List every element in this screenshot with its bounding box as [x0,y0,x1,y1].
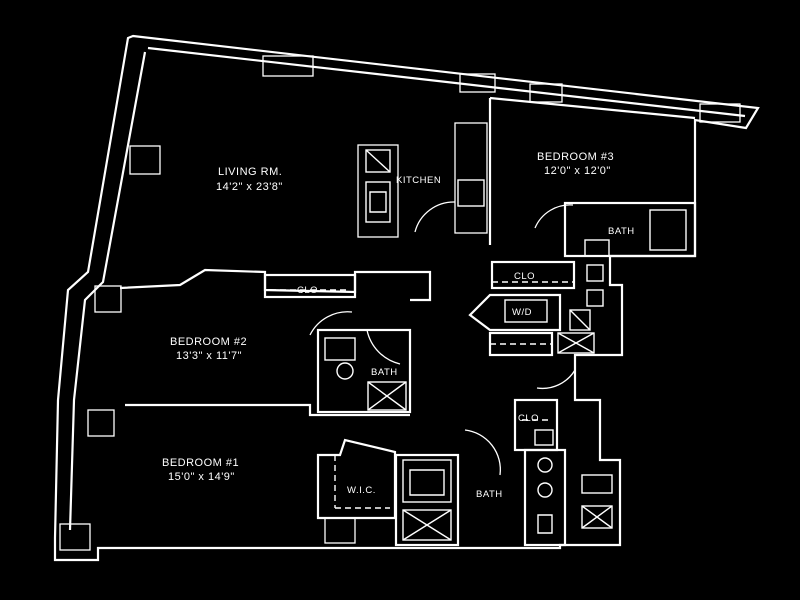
bedroom-1-closet-label: CLO [518,413,539,424]
bath-1-label: BATH [476,489,503,500]
bedroom-3-label: BEDROOM #3 [537,151,614,163]
living-room: LIVING RM. 14'2" x 23'8" [216,166,283,193]
walk-in-closet: W.I.C. [316,438,397,544]
bedroom-1-dims: 15'0" x 14'9" [168,471,235,483]
bedroom-3-dims: 12'0" x 12'0" [544,165,611,177]
living-room-dims: 14'2" x 23'8" [216,181,283,193]
bedroom-2-label: BEDROOM #2 [170,336,247,348]
bedroom-3: BEDROOM #3 12'0" x 12'0" [488,96,697,258]
bath-2-label: BATH [371,367,398,378]
bedroom-1-closet: CLO [513,398,559,452]
bath-3-label: BATH [608,226,635,237]
hall-closet: CLO [490,260,604,307]
hall-storage [488,331,595,357]
hall-closet-label: CLO [514,271,535,282]
walk-in-closet-label: W.I.C. [347,485,376,496]
kitchen: KITCHEN [357,122,488,238]
laundry: W/D [468,293,591,332]
bedroom-2: CLO BEDROOM #2 13'3" x 11'7" [119,268,432,417]
wall-columns [59,55,741,551]
bath-3: BATH [584,209,687,257]
bath-2: BATH [316,328,412,414]
bedroom-2-dims: 13'3" x 11'7" [176,350,242,362]
bath-1: BATH [394,429,613,547]
bedroom-1: BEDROOM #1 15'0" x 14'9" [162,369,576,483]
bedroom-1-label: BEDROOM #1 [162,457,239,469]
laundry-label: W/D [512,307,532,318]
living-room-label: LIVING RM. [218,166,282,178]
bedroom-2-closet-label: CLO [297,285,318,296]
kitchen-label: KITCHEN [396,175,441,186]
